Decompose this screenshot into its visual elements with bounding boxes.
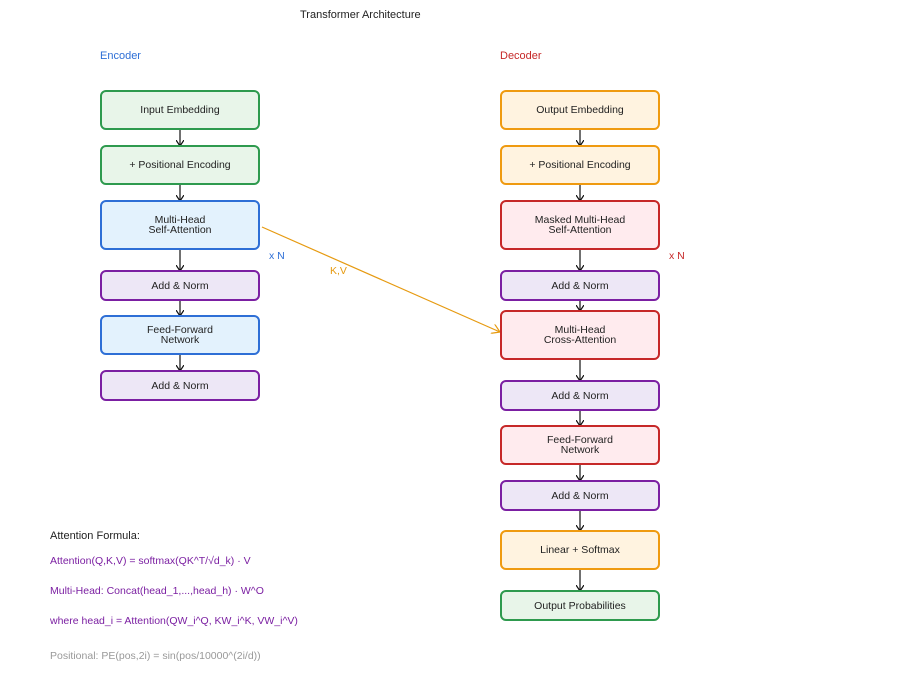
- encoder-input-embedding: Input Embedding: [100, 90, 260, 130]
- decoder-positional-encoding: + Positional Encoding: [500, 145, 660, 185]
- decoder-output-embedding: Output Embedding: [500, 90, 660, 130]
- attention-formula: Attention(Q,K,V) = softmax(QK^T/√d_k) · …: [50, 555, 251, 567]
- positional-encoding-formula: Positional: PE(pos,2i) = sin(pos/10000^(…: [50, 650, 261, 662]
- encoder-positional-encoding: + Positional Encoding: [100, 145, 260, 185]
- head-definition-formula: where head_i = Attention(QW_i^Q, KW_i^K,…: [50, 615, 298, 627]
- decoder-repeat-label: x N: [669, 250, 685, 262]
- encoder-self-attention: Multi-Head Self-Attention: [100, 200, 260, 250]
- decoder-feed-forward: Feed-Forward Network: [500, 425, 660, 465]
- decoder-add-norm-3: Add & Norm: [500, 480, 660, 511]
- encoder-feed-forward: Feed-Forward Network: [100, 315, 260, 355]
- encoder-add-norm-2: Add & Norm: [100, 370, 260, 401]
- decoder-masked-self-attention: Masked Multi-Head Self-Attention: [500, 200, 660, 250]
- encoder-label: Encoder: [100, 50, 141, 62]
- decoder-add-norm-1: Add & Norm: [500, 270, 660, 301]
- decoder-add-norm-2: Add & Norm: [500, 380, 660, 411]
- decoder-label: Decoder: [500, 50, 542, 62]
- decoder-cross-attention: Multi-Head Cross-Attention: [500, 310, 660, 360]
- cross-attention-kv-arrow: [261, 226, 500, 332]
- cross-link-kv-label: K,V: [330, 265, 347, 277]
- decoder-output-probabilities: Output Probabilities: [500, 590, 660, 621]
- encoder-repeat-label: x N: [269, 250, 285, 262]
- formula-heading: Attention Formula:: [50, 530, 140, 542]
- encoder-add-norm-1: Add & Norm: [100, 270, 260, 301]
- decoder-linear-softmax: Linear + Softmax: [500, 530, 660, 570]
- multihead-formula: Multi-Head: Concat(head_1,...,head_h) · …: [50, 585, 264, 597]
- diagram-title: Transformer Architecture: [300, 9, 421, 21]
